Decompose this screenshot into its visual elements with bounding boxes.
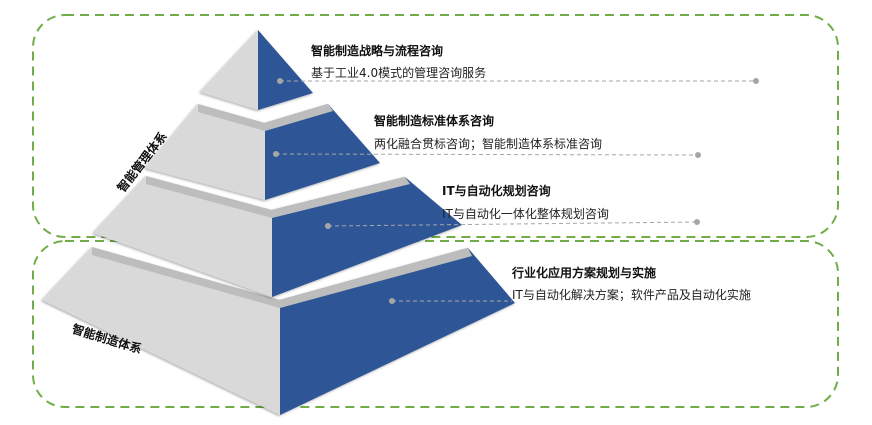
leader-line-tier-1: [277, 78, 759, 84]
tier-2-description: 两化融合贯标咨询；智能制造体系标准咨询: [374, 137, 603, 151]
tier-3-title: IT与自动化规划咨询: [442, 184, 551, 198]
pyramid-tier-2: [145, 104, 380, 200]
management-system-group-box: [32, 14, 839, 238]
pyramid-tier-3: [93, 176, 462, 297]
manufacturing-system-group-box: [32, 240, 839, 408]
leader-line-tier-4: [389, 298, 512, 304]
tier-2-title: 智能制造标准体系咨询: [374, 114, 495, 128]
pyramid-tier-4: [42, 247, 515, 415]
tier-4-title: 行业化应用方案规划与实施: [512, 266, 657, 280]
leader-line-tier-3: [325, 219, 700, 229]
leader-line-tier-2: [273, 151, 701, 158]
pyramid-tier-1: [200, 30, 313, 110]
tier-4-description: IT与自动化解决方案；软件产品及自动化实施: [512, 288, 751, 302]
tier-1-title: 智能制造战略与流程咨询: [311, 44, 444, 58]
tier-3-description: IT与自动化一体化整体规划咨询: [442, 207, 609, 221]
tier-1-description: 基于工业4.0模式的管理咨询服务: [311, 66, 487, 80]
